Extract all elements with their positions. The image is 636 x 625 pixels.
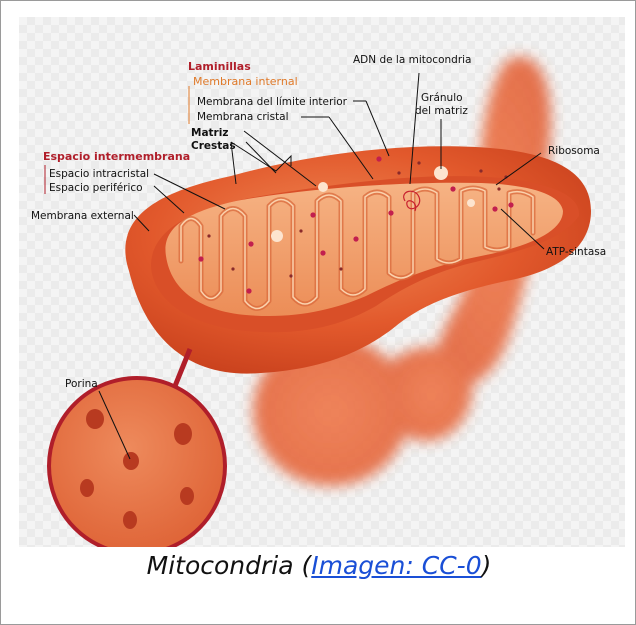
caption-suffix: ) [482,551,492,580]
label-membrana-cristal: Membrana cristal [197,111,289,123]
mitochondria-figure: Laminillas Membrana internal Membrana de… [19,17,625,547]
mitochondria-diagram: Laminillas Membrana internal Membrana de… [19,17,625,547]
caption-prefix: Mitocondria ( [147,551,312,580]
label-laminillas: Laminillas [188,60,251,73]
label-membrana-internal: Membrana internal [193,75,298,88]
figure-caption: Mitocondria (Imagen: CC-0) [1,551,636,580]
label-atp-sintasa: ATP-sintasa [546,246,606,258]
label-adn: ADN de la mitocondria [353,54,471,66]
label-porina: Porina [65,378,98,390]
label-membrana-external: Membrana external [31,210,134,222]
label-espacio-intermembrana: Espacio intermembrana [43,150,190,163]
label-crestas: Crestas [191,140,236,152]
label-membrana-limite: Membrana del límite interior [197,96,348,108]
label-ribosoma: Ribosoma [548,145,600,157]
label-espacio-periferico: Espacio periférico [49,182,143,194]
caption-license-link[interactable]: Imagen: CC-0 [311,551,481,580]
label-espacio-intracristal: Espacio intracristal [49,168,149,180]
label-matriz: Matriz [191,127,228,139]
label-granulo-2: del matriz [415,105,468,117]
label-granulo-1: Gránulo [421,92,463,104]
